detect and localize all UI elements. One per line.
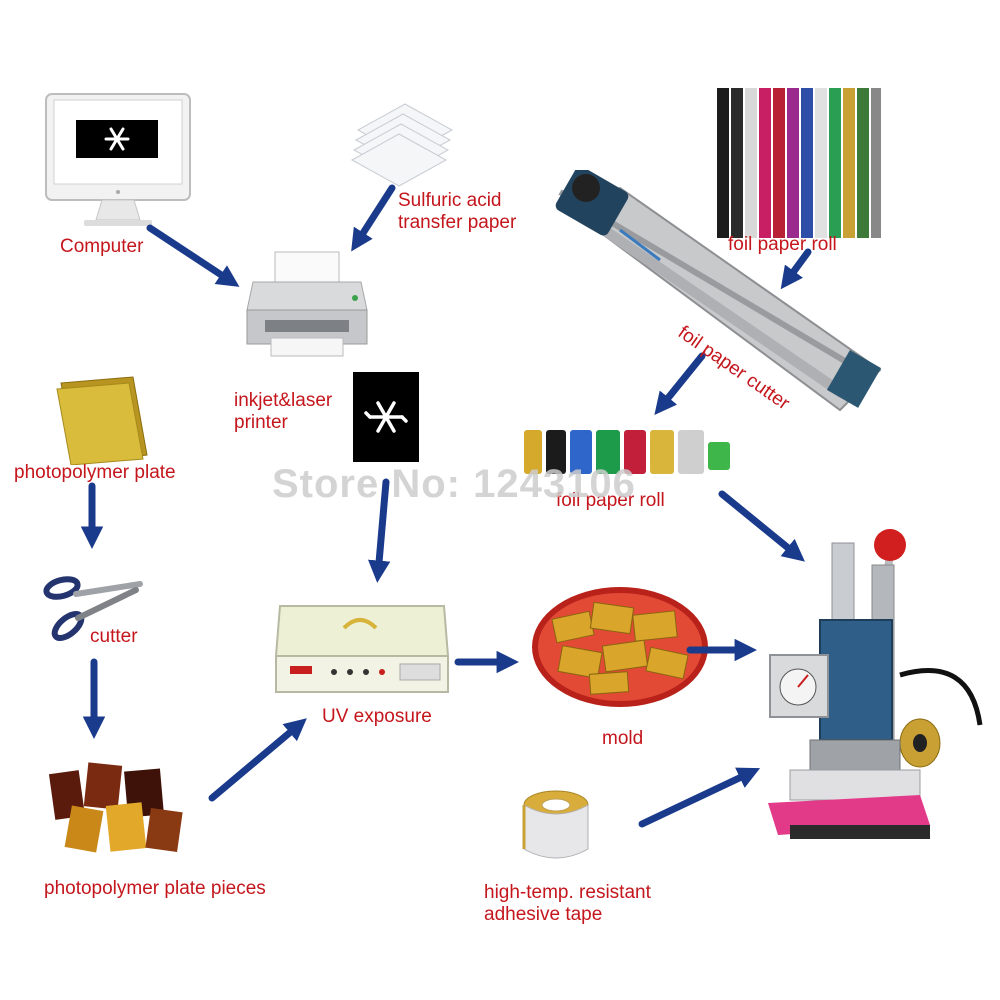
label-foil-roll-top: foil paper roll — [728, 234, 837, 255]
arrow-cutter-to-rollset — [654, 352, 706, 415]
label-uv-exposure: UV exposure — [322, 706, 432, 727]
store-watermark: Store No: 1243106 — [272, 462, 636, 506]
arrow-rollset-to-machine — [718, 490, 805, 562]
label-cutter: cutter — [90, 626, 138, 647]
label-computer: Computer — [60, 236, 144, 257]
transfer-paper-icon — [350, 103, 454, 187]
foil-roll-set-icon — [524, 430, 730, 474]
foil-cutter-icon — [555, 170, 882, 412]
uv-exposure-icon — [274, 605, 450, 693]
printer-icon — [246, 251, 368, 357]
arrow-paper-to-printer — [351, 184, 396, 252]
arrow-tape-to-machine — [638, 767, 761, 828]
plate-pieces-icon — [48, 762, 183, 853]
label-mold: mold — [602, 728, 644, 749]
computer-icon — [45, 93, 191, 226]
arrow-pieces-to-uv — [208, 718, 307, 802]
label-adhesive-tape: high-temp. resistant adhesive tape — [484, 882, 651, 925]
foil-rolls-icon — [717, 88, 881, 238]
snowflake-film-icon — [353, 372, 419, 462]
mold-icon — [532, 587, 708, 707]
arrow-computer-to-printer — [146, 224, 240, 287]
label-photopolymer-plate: photopolymer plate — [14, 462, 176, 483]
arrow-film-to-uv — [368, 478, 391, 583]
scissors-icon — [43, 576, 143, 641]
label-foil-roll-mid: foil paper roll — [556, 490, 665, 511]
label-transfer-paper: Sulfuric acid transfer paper — [398, 190, 517, 233]
photopolymer-plate-icon — [56, 376, 148, 465]
arrow-foilroll-to-cutter — [780, 248, 812, 290]
label-plate-pieces: photopolymer plate pieces — [44, 878, 266, 899]
hot-stamping-machine-icon — [768, 529, 983, 839]
label-printer: inkjet&laser printer — [234, 390, 333, 433]
adhesive-tape-icon — [522, 790, 589, 859]
